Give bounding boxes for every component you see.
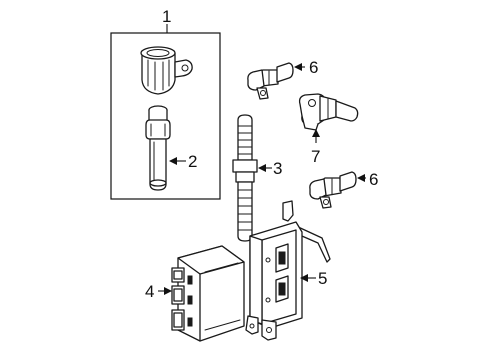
control-module	[171, 245, 245, 342]
spark-plug	[232, 114, 258, 242]
callout-2: 2	[188, 152, 197, 171]
callout-6-upper: 6	[309, 58, 318, 77]
coil-cap	[140, 46, 193, 95]
callout-1: 1	[162, 7, 171, 26]
ignition-coil-group: 1 2	[110, 7, 221, 200]
sensor-lower	[309, 171, 357, 209]
bracket-sensor	[298, 93, 359, 131]
callout-7: 7	[311, 147, 320, 166]
callout-3: 3	[273, 159, 282, 178]
callout-5: 5	[318, 269, 327, 288]
callout-6-lower: 6	[369, 170, 378, 189]
group-box	[110, 32, 221, 200]
coil-boot	[145, 105, 171, 191]
callout-4: 4	[145, 282, 154, 301]
sensor-upper	[247, 62, 294, 100]
mounting-bracket	[245, 200, 331, 341]
